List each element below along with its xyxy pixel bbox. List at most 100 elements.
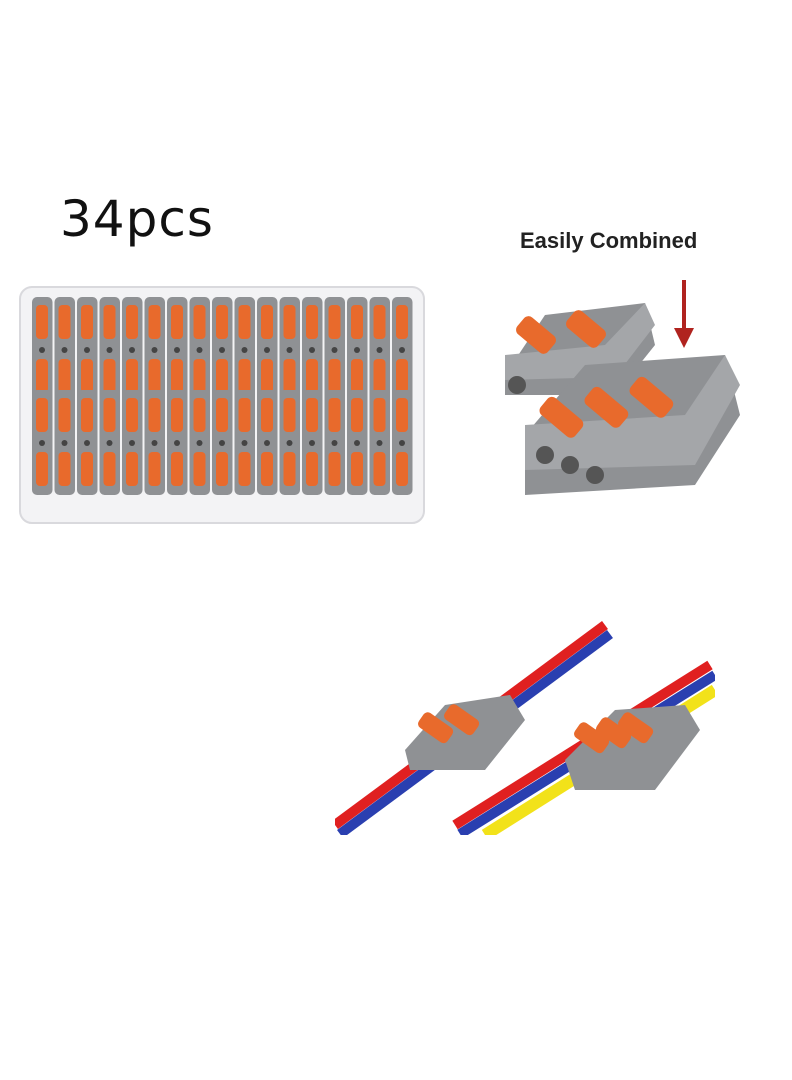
connector-lever (283, 398, 296, 432)
connector-box-image (19, 286, 425, 524)
connector-hole (241, 347, 248, 353)
connector-lever (36, 452, 48, 486)
connector-lever (238, 452, 251, 486)
connector-lever (81, 359, 93, 393)
connector-lever (126, 305, 138, 339)
connector-lever (283, 359, 296, 393)
connector-hole (61, 347, 68, 353)
connector-hole (309, 347, 315, 353)
down-arrow-icon (674, 280, 694, 348)
connector-lever (58, 305, 71, 339)
connector-hole (174, 440, 180, 446)
connector-hole (376, 440, 383, 446)
connector-hole (106, 440, 113, 446)
connector-lever (126, 359, 138, 393)
connector-lever (58, 359, 71, 393)
connector-lever (148, 305, 161, 339)
connector-lever (351, 359, 363, 393)
connector-lever (306, 398, 318, 432)
connector-lever (306, 359, 318, 393)
connector-hole (61, 440, 68, 446)
wired-connectors-image (335, 620, 715, 835)
connector-lever (283, 452, 296, 486)
connector-hole (264, 440, 270, 446)
connector-hole (399, 440, 405, 446)
connector-hole (286, 347, 293, 353)
connector-lever (171, 452, 183, 486)
connector-lever (306, 305, 318, 339)
connector-lever (58, 398, 71, 432)
connector-lever (238, 359, 251, 393)
connector-lever (373, 305, 386, 339)
combined-connectors-image (505, 303, 740, 495)
connector-lever (193, 398, 206, 432)
connector-lever (283, 305, 296, 339)
connector-hole (331, 440, 338, 446)
connector-lever (351, 398, 363, 432)
connector-lever (148, 398, 161, 432)
connector-lever (103, 305, 116, 339)
connector-lever (396, 398, 408, 432)
connector-lever (328, 452, 341, 486)
connector-lever (351, 305, 363, 339)
connector-lever (171, 398, 183, 432)
connector-lever (328, 359, 341, 393)
connector-lever (396, 359, 408, 393)
connector-lever (306, 452, 318, 486)
connector-lever (396, 452, 408, 486)
connector-hole (219, 347, 225, 353)
connector-lever (103, 359, 116, 393)
connector-lever (58, 452, 71, 486)
connector-lever (81, 398, 93, 432)
connector-hole (264, 347, 270, 353)
connector-hole (376, 347, 383, 353)
connector-lever (36, 359, 48, 393)
connector-hole (354, 347, 360, 353)
connector-lever (261, 359, 273, 393)
connector-hole (151, 440, 158, 446)
connector-hole (331, 347, 338, 353)
connector-hole (39, 440, 45, 446)
connector-lever (126, 398, 138, 432)
connector-lever (171, 359, 183, 393)
connector-lever (328, 398, 341, 432)
connector-hole (399, 347, 405, 353)
connector-lever (373, 359, 386, 393)
connector-lever (81, 452, 93, 486)
connector-lever (216, 359, 228, 393)
connector-lever (193, 452, 206, 486)
connector-hole (241, 440, 248, 446)
connector-hole (354, 440, 360, 446)
connector-lever (193, 305, 206, 339)
connector-lever (261, 452, 273, 486)
quantity-label: 34pcs (60, 190, 214, 248)
connector-hole (129, 440, 135, 446)
easily-combined-label: Easily Combined (520, 228, 698, 253)
connector-lever (126, 452, 138, 486)
connector-lever (36, 305, 48, 339)
connector-hole (286, 440, 293, 446)
connector-lever (103, 398, 116, 432)
connector-lever (373, 398, 386, 432)
connector-lever (193, 359, 206, 393)
connector-lever (171, 305, 183, 339)
connector-lever (148, 452, 161, 486)
connector-hole (196, 440, 203, 446)
connector-lever (328, 305, 341, 339)
connector-lever (148, 359, 161, 393)
connector-hole (129, 347, 135, 353)
triple-connector (525, 355, 740, 495)
connector-hole (84, 347, 90, 353)
connector-lever (216, 398, 228, 432)
connector-lever (351, 452, 363, 486)
connector-hole (174, 347, 180, 353)
connector-hole (219, 440, 225, 446)
connector-lever (216, 305, 228, 339)
connector-lever (396, 305, 408, 339)
connector-hole (151, 347, 158, 353)
connector-lever (36, 398, 48, 432)
connector-lever (81, 305, 93, 339)
connector-hole (196, 347, 203, 353)
connector-lever (238, 398, 251, 432)
connector-hole (106, 347, 113, 353)
